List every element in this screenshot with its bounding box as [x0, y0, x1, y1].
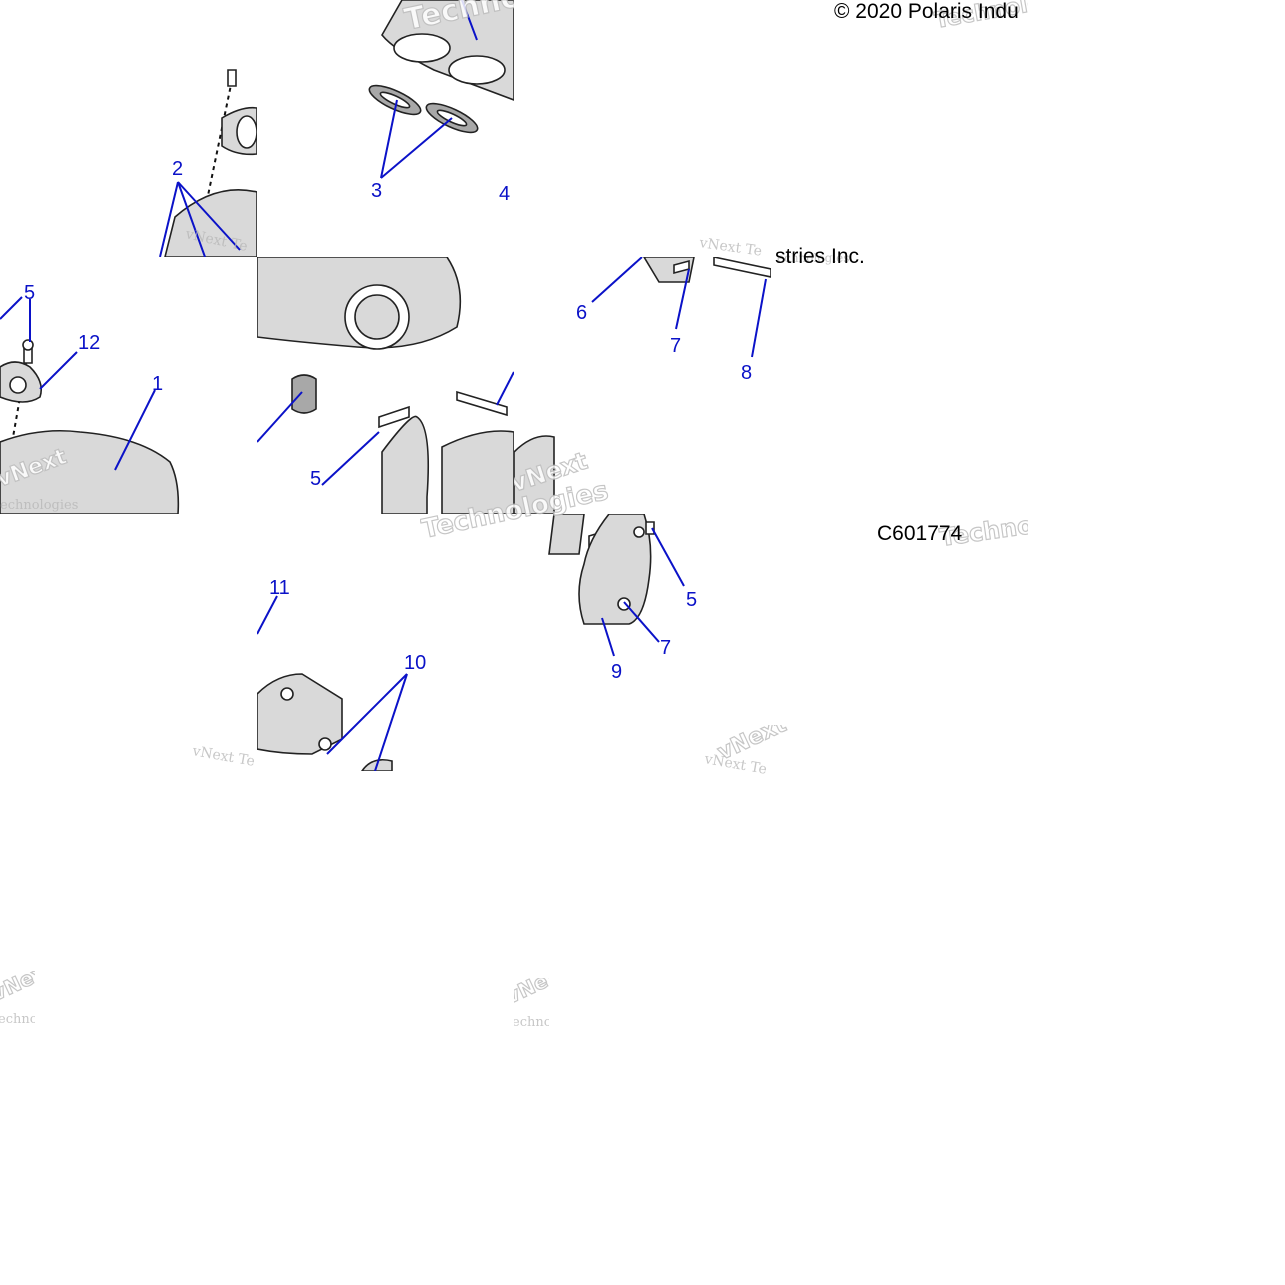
- leader-10b: [374, 673, 408, 771]
- tile-upper-middle: 3 4 Technologies: [257, 0, 514, 257]
- spacer-12-hole: [9, 376, 27, 394]
- tile-lower-middle: 11 10 vNext Te: [257, 514, 514, 771]
- tile-middle-left: 5 12 1 vNext echnologies: [0, 257, 257, 514]
- long-bolt: [456, 390, 508, 417]
- mount-10-hole: [318, 737, 332, 751]
- bracket-9: [578, 514, 652, 625]
- leader-8-tail: [496, 371, 514, 406]
- leader-7-bottom: [623, 601, 660, 643]
- tile-watermark-fragment: Technologies: [420, 480, 620, 550]
- tile-drawing-number: Technologies C601774: [771, 514, 1028, 554]
- bolt-2-top: [227, 69, 237, 87]
- drawing-number: C601774: [877, 522, 963, 545]
- callout-6: 6: [576, 302, 587, 324]
- callout-12: 12: [78, 332, 100, 354]
- leader-1: [114, 389, 156, 471]
- case-opening-inner: [354, 294, 400, 340]
- watermark-text: Technologies: [420, 480, 611, 545]
- bracket-9-hole: [617, 597, 631, 611]
- callout-10: 10: [404, 652, 426, 674]
- fastener-dashed-axis: [204, 79, 233, 211]
- leader-2b: [177, 181, 206, 257]
- watermark-text: vNext: [0, 971, 35, 1006]
- tile-upper-right: Technologies © 2020 Polaris Indu: [771, 0, 1028, 257]
- tile-watermark-fragment: vNext echnologies: [514, 978, 549, 1033]
- callout-9: 9: [611, 661, 622, 683]
- copyright-text: © 2020 Polaris Indu: [834, 0, 1019, 23]
- tile-middle-right: 6 7 8 vNext: [514, 257, 771, 514]
- cylinder-head-1: [0, 430, 180, 514]
- callout-4: 4: [499, 183, 510, 205]
- bolt-5-head: [22, 339, 34, 351]
- tile-middle-center: 5: [257, 257, 514, 514]
- gasket-left-hole: [379, 91, 411, 109]
- leader-4-top: [461, 0, 478, 41]
- mount-bracket: [381, 415, 429, 514]
- leader-7: [675, 268, 690, 330]
- bracket-partial: [548, 514, 585, 555]
- callout-5-left: 5: [24, 282, 35, 304]
- watermark-text: vNext: [514, 978, 549, 1009]
- leader-3a: [380, 99, 398, 179]
- leader-5-right: [651, 527, 685, 587]
- mount-10-hole: [280, 687, 294, 701]
- tile-watermark-fragment: vNext Te echnologies stries Inc.: [697, 217, 873, 267]
- watermark-text: echnologies: [514, 1015, 549, 1030]
- bolt-pair: [378, 405, 410, 429]
- leader-3b: [380, 117, 453, 179]
- callout-8: 8: [741, 362, 752, 384]
- leader-5-mid: [321, 431, 380, 486]
- tile-watermark-fragment: vNext echnologies: [0, 971, 35, 1031]
- long-bolt-8: [713, 257, 771, 278]
- tile-watermark-fragment: vNext Te: [190, 730, 257, 785]
- callout-5-right: 5: [686, 589, 697, 611]
- watermark-text: echnologies: [0, 498, 78, 513]
- callout-3: 3: [371, 180, 382, 202]
- leader-9: [601, 617, 615, 657]
- watermark-text: vNext Te: [190, 743, 256, 770]
- tile-watermark-fragment: vNext vNext Te: [700, 725, 805, 795]
- watermark-text: vNext Te: [697, 235, 763, 260]
- manifold-port-left: [393, 33, 451, 63]
- leader-5b: [0, 296, 23, 320]
- callout-5-middle: 5: [310, 468, 321, 490]
- callout-7-top: 7: [670, 335, 681, 357]
- bolt-5-right: [645, 521, 655, 535]
- leader-6: [591, 257, 643, 303]
- leader-2a: [159, 181, 179, 257]
- bracket-ring-hole: [236, 115, 257, 149]
- leader-plug: [257, 391, 303, 443]
- leader-2c: [177, 181, 241, 251]
- manifold-port-right: [448, 55, 506, 85]
- bracket-9-hole: [633, 526, 645, 538]
- leader-11: [257, 595, 278, 635]
- leader-8: [751, 278, 767, 358]
- copyright-tail-text: stries Inc.: [775, 245, 865, 267]
- callout-11: 11: [269, 577, 290, 599]
- bracket-partial: [514, 435, 555, 514]
- mount-bracket-right: [441, 430, 514, 514]
- watermark-text: echnologies: [0, 1012, 35, 1027]
- callout-7-bottom: 7: [660, 637, 671, 659]
- cylinder-head-partial: [164, 189, 257, 257]
- watermark-text: echnologies: [777, 251, 849, 265]
- leader-12: [39, 351, 78, 390]
- leader-10a: [326, 673, 408, 755]
- tile-lower-right: 5 7 9: [514, 514, 771, 771]
- callout-2: 2: [172, 158, 183, 180]
- tile-upper-left: 2 vNext Te: [0, 0, 257, 257]
- plug: [291, 374, 317, 414]
- callout-1: 1: [152, 373, 163, 395]
